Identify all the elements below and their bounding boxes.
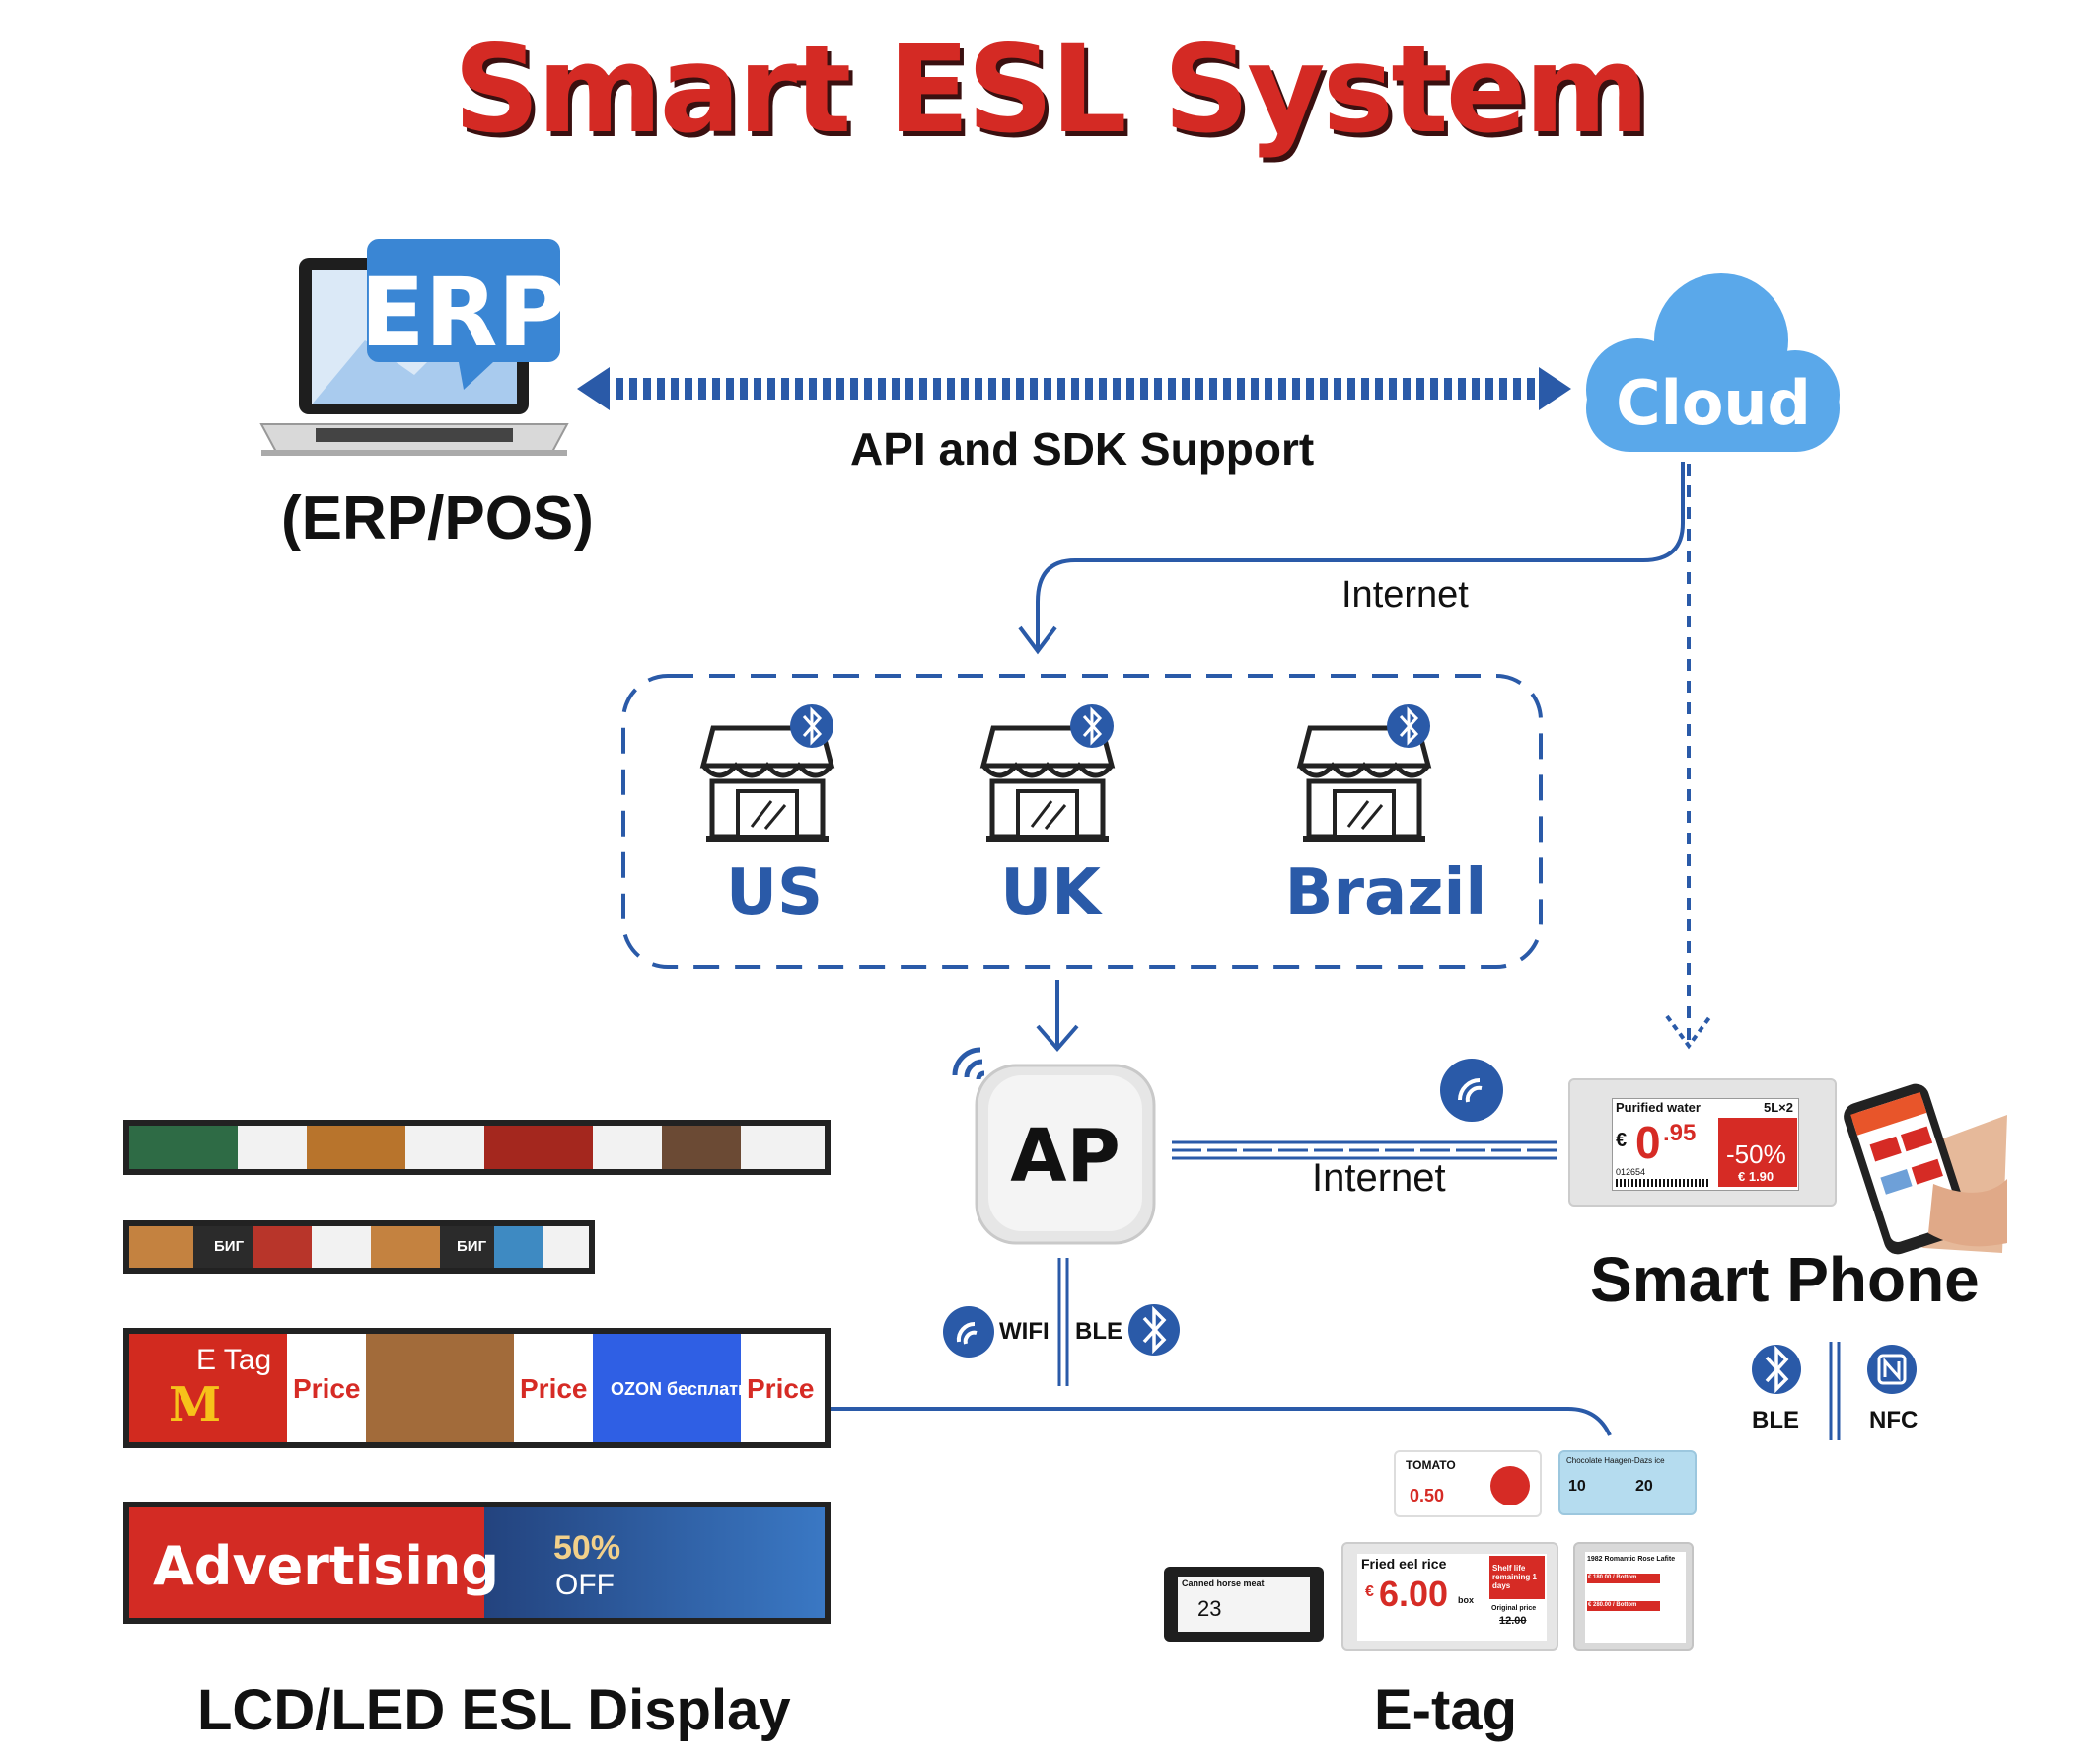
ozon-label: OZON бесплатно [611, 1379, 760, 1399]
phone-ble-nfc-divider [1829, 1342, 1841, 1440]
eel-orig-price: 12.00 [1499, 1615, 1527, 1627]
chocolate-name: Chocolate Haagen-Dazs ice [1566, 1456, 1665, 1465]
ap-device-icon [952, 1047, 1156, 1245]
chocolate-price-2: 20 [1635, 1478, 1653, 1495]
store-icon-us [699, 704, 835, 842]
internet-connector [1036, 462, 1685, 649]
api-double-arrow [577, 367, 1571, 410]
eel-rice-etag: Fried eel rice € 6.00 box Shelf life rem… [1341, 1542, 1558, 1651]
price-label-3: Price [747, 1373, 815, 1404]
tag-discount: -50% [1726, 1139, 1786, 1169]
api-sdk-label: API and SDK Support [850, 423, 1315, 475]
internet-label-top: Internet [1341, 574, 1469, 616]
tomato-name: TOMATO [1406, 1458, 1456, 1472]
etag-label: E Tag [196, 1344, 272, 1376]
store-label-brazil: Brazil [1284, 856, 1487, 929]
internet-label-mid: Internet [1312, 1156, 1446, 1200]
nfc-label: NFC [1869, 1407, 1919, 1433]
wine-etag: 1982 Romantic Rose Lafite € 180.00 / Bot… [1573, 1542, 1694, 1651]
store-label-us: US [725, 856, 824, 929]
purified-water-esl-tag: Purified water 5L×2 € 0 .95 -50% € 1.90 … [1568, 1078, 1837, 1207]
wine-price-1: € 180.00 / Bottom [1588, 1575, 1637, 1580]
wine-price-2: € 280.00 / Bottom [1588, 1602, 1637, 1608]
tag-size: 5L×2 [1764, 1100, 1793, 1115]
ad-off-label: OFF [555, 1569, 615, 1601]
mcdonalds-logo-icon: M [169, 1377, 222, 1432]
lcd-strip-2: БИГ БИГ [123, 1220, 595, 1274]
bluetooth-icon [1128, 1304, 1180, 1356]
eel-shelf-life: Shelf life remaining 1 days [1492, 1564, 1537, 1590]
erp-pos-caption: (ERP/POS) [281, 484, 594, 552]
tomato-image-icon [1490, 1466, 1530, 1505]
tag-product-name: Purified water [1616, 1100, 1701, 1115]
wifi-label: WIFI [999, 1318, 1050, 1345]
eel-price: 6.00 [1379, 1574, 1449, 1614]
tag-barcode [1616, 1179, 1710, 1187]
lcd-strip-advertising: Advertising 50% OFF [123, 1502, 831, 1624]
cloud-icon [1586, 273, 1840, 452]
lcd-etag-connector [831, 1407, 1612, 1436]
eel-currency: € [1365, 1583, 1374, 1600]
burger-label-1: БИГ [214, 1238, 245, 1255]
store-icon-brazil [1296, 704, 1432, 842]
eel-unit: box [1458, 1595, 1475, 1605]
ble-label-phone: BLE [1752, 1407, 1799, 1433]
tomato-etag: TOMATO 0.50 [1394, 1450, 1542, 1517]
smart-phone-label: Smart Phone [1590, 1244, 1980, 1315]
chocolate-price-1: 10 [1568, 1478, 1586, 1495]
tag-price-dec: .95 [1663, 1120, 1697, 1146]
chocolate-etag: Chocolate Haagen-Dazs ice 10 20 [1558, 1450, 1697, 1515]
tag-price-int: 0 [1635, 1117, 1661, 1168]
store-label-uk: UK [1000, 856, 1101, 929]
lcd-strip-1 [123, 1120, 831, 1175]
wine-name: 1982 Romantic Rose Lafite [1587, 1556, 1676, 1563]
store-icon-uk [979, 704, 1116, 842]
wifi-badge-icon [1440, 1059, 1503, 1122]
eel-name: Fried eel rice [1361, 1556, 1447, 1572]
ap-vertical-link [1057, 1258, 1069, 1386]
lcd-strip-3: E Tag M Price Price OZON бесплатно Price [123, 1328, 831, 1448]
smartphone-hand-icon [1844, 1083, 2007, 1255]
ble-label-ap: BLE [1075, 1318, 1122, 1345]
tomato-price: 0.50 [1410, 1486, 1445, 1505]
ap-label: AP [1010, 1114, 1121, 1199]
lcd-display-caption: LCD/LED ESL Display [197, 1678, 791, 1742]
horse-meat-etag: Canned horse meat 23 [1164, 1567, 1324, 1642]
eel-orig-label: Original price [1491, 1605, 1537, 1612]
burger-label-2: БИГ [457, 1238, 487, 1255]
nfc-icon [1867, 1345, 1917, 1394]
advertising-label: Advertising [153, 1535, 499, 1597]
etag-caption: E-tag [1374, 1678, 1517, 1742]
stores-group-box [621, 674, 1543, 969]
phone-bluetooth-icon [1752, 1345, 1801, 1394]
erp-laptop-icon [259, 239, 569, 456]
diagram-title: Smart ESL System [453, 20, 1650, 160]
tag-currency: € [1616, 1130, 1628, 1151]
price-label-2: Price [520, 1373, 588, 1404]
erp-logo-text: ERP [360, 257, 567, 368]
tag-code: 012654 [1616, 1167, 1646, 1177]
price-label-1: Price [293, 1373, 361, 1404]
ad-offer-label: 50% [553, 1529, 621, 1567]
horse-meat-name: Canned horse meat [1182, 1578, 1265, 1588]
cloud-label: Cloud [1616, 367, 1811, 439]
tag-old-price: € 1.90 [1738, 1169, 1774, 1184]
wifi-icon [943, 1306, 994, 1358]
ap-phone-connector [1172, 1140, 1557, 1160]
horse-meat-price: 23 [1197, 1596, 1222, 1621]
